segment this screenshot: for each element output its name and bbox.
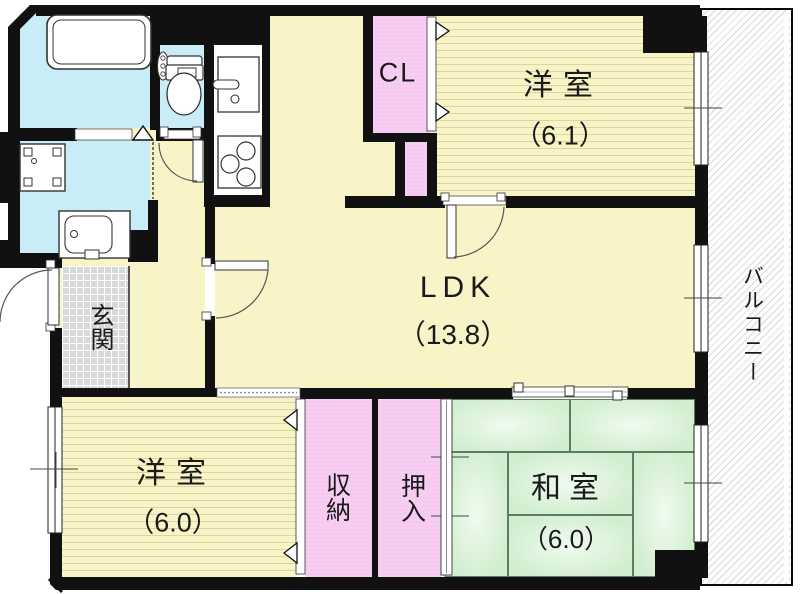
storage-door bbox=[282, 398, 306, 575]
closet-cl-door bbox=[426, 16, 451, 132]
tatami-mat bbox=[508, 452, 633, 515]
kitchen-sink-icon bbox=[212, 56, 260, 113]
wall bbox=[627, 388, 697, 399]
window bbox=[47, 406, 63, 534]
ldk-label: LDK bbox=[419, 271, 497, 304]
wall bbox=[372, 396, 378, 577]
tatami-mat bbox=[445, 452, 508, 577]
western2-area: （6.0） bbox=[127, 507, 219, 538]
entrance-door bbox=[0, 259, 60, 332]
oshiire-label: 押入 bbox=[397, 473, 426, 523]
wall bbox=[128, 230, 158, 262]
gas-stove-icon bbox=[217, 135, 262, 189]
wall bbox=[0, 132, 18, 203]
wall bbox=[204, 16, 214, 207]
wall-pillar bbox=[655, 550, 700, 580]
toilet-icon bbox=[157, 51, 204, 116]
wall bbox=[20, 128, 77, 141]
room-western2-floor bbox=[62, 396, 297, 577]
wall bbox=[262, 43, 270, 205]
wall bbox=[205, 207, 215, 264]
wall-pillar bbox=[643, 16, 707, 53]
ldk-area: （13.8） bbox=[397, 319, 509, 350]
washing-machine-pan-icon bbox=[19, 143, 66, 192]
wall bbox=[695, 352, 708, 425]
wall bbox=[205, 316, 215, 396]
wall bbox=[395, 142, 405, 202]
japanese-room-sliding-door bbox=[511, 382, 629, 401]
wall bbox=[50, 532, 62, 578]
bathtub-icon bbox=[46, 14, 152, 70]
dimension-ticks bbox=[30, 107, 722, 517]
western1-door bbox=[440, 192, 507, 259]
bathroom-door bbox=[74, 124, 155, 141]
oshiire-area bbox=[378, 396, 441, 577]
tatami-mat bbox=[508, 515, 633, 577]
western1-area: （6.1） bbox=[514, 120, 606, 151]
wall bbox=[695, 165, 708, 245]
japanese-room-label: 和室 bbox=[531, 472, 607, 505]
wall bbox=[204, 195, 270, 207]
entrance-tile bbox=[62, 266, 128, 388]
wall bbox=[443, 388, 513, 399]
wash-basin-icon bbox=[58, 210, 131, 260]
western2-label: 洋室 bbox=[136, 457, 216, 490]
tatami-mat bbox=[445, 399, 570, 452]
western2-opening bbox=[216, 387, 301, 398]
balcony-label: バルコニー bbox=[740, 265, 764, 385]
entrance-step-line bbox=[128, 266, 130, 388]
wall bbox=[363, 13, 373, 137]
tatami-mat bbox=[570, 399, 695, 452]
room-japanese bbox=[443, 399, 695, 577]
wall bbox=[427, 133, 437, 208]
storage-area bbox=[305, 396, 372, 577]
outside-area bbox=[0, 328, 50, 594]
closet-cl-area bbox=[373, 14, 430, 133]
hall-ldk-door bbox=[201, 257, 269, 321]
wall bbox=[150, 13, 160, 130]
duct-space bbox=[405, 140, 430, 202]
wall bbox=[506, 196, 697, 208]
closet-cl-label: CL bbox=[378, 57, 418, 88]
storage-label: 収納 bbox=[322, 472, 351, 522]
wall bbox=[363, 133, 433, 142]
western1-label: 洋室 bbox=[523, 69, 603, 102]
entrance-label: 玄関 bbox=[86, 303, 113, 351]
wall bbox=[300, 388, 443, 399]
wall bbox=[50, 388, 217, 397]
wall bbox=[345, 196, 445, 208]
japanese-room-area: （6.0） bbox=[521, 524, 611, 554]
wall bbox=[36, 5, 700, 16]
wall bbox=[50, 577, 700, 590]
oshiire-sliding-door bbox=[440, 398, 453, 576]
corner-chamfer bbox=[8, 5, 64, 594]
toilet-door bbox=[158, 126, 204, 183]
